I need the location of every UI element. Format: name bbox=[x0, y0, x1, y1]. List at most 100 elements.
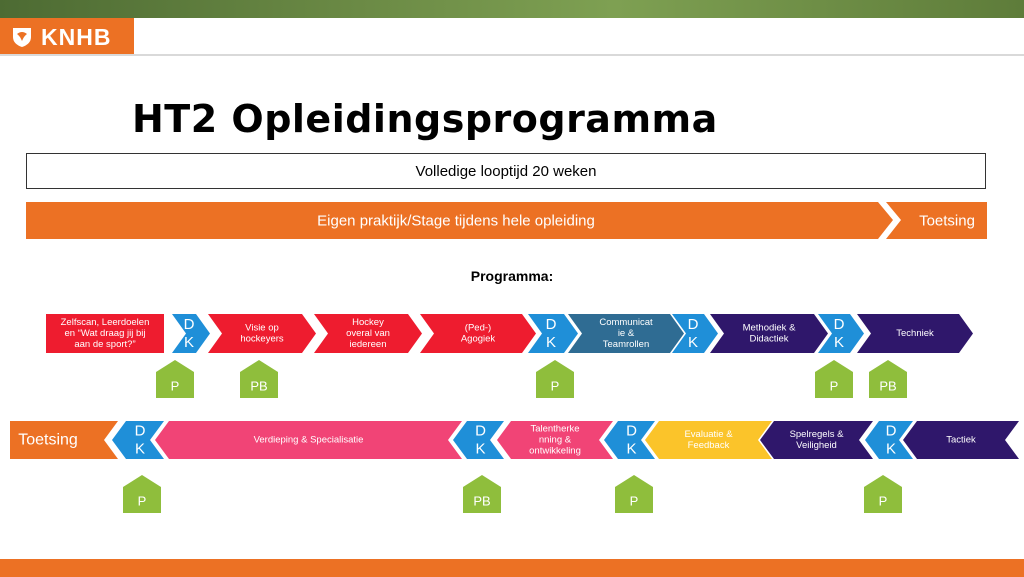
step-label: Hockey bbox=[352, 317, 384, 328]
step-label: Communicat bbox=[599, 317, 653, 328]
dk-label: D bbox=[546, 316, 557, 333]
step-label: Techniek bbox=[896, 328, 934, 339]
dk-label: D bbox=[688, 316, 699, 333]
row2-step-9: DK bbox=[865, 421, 913, 459]
knhb-crest-icon bbox=[13, 28, 31, 47]
dk-chevron bbox=[112, 421, 164, 459]
row2-step-1: Toetsing bbox=[10, 421, 118, 459]
toetsing-label: Toetsing bbox=[18, 432, 78, 449]
dk-chevron bbox=[528, 314, 578, 353]
step-chevron bbox=[155, 421, 462, 459]
bottom-bar bbox=[0, 559, 1024, 577]
badge-shape bbox=[815, 360, 853, 398]
dk-label: K bbox=[626, 440, 636, 457]
dk-label: K bbox=[135, 440, 145, 457]
badge-shape bbox=[615, 475, 653, 513]
dk-label: K bbox=[886, 440, 896, 457]
step-label: Veiligheid bbox=[796, 440, 837, 451]
step-chevron bbox=[710, 314, 828, 353]
badge-label: P bbox=[138, 494, 147, 509]
badge-p: P bbox=[536, 360, 574, 398]
dk-label: K bbox=[688, 334, 698, 351]
step-label: Spelregels & bbox=[790, 429, 845, 440]
step-label: iedereen bbox=[350, 339, 387, 350]
row2-step-4: DK bbox=[453, 421, 504, 459]
badge-shape bbox=[864, 475, 902, 513]
badge-shape bbox=[240, 360, 278, 398]
badge-label: PB bbox=[250, 379, 267, 394]
logo-text: KNHB bbox=[41, 23, 112, 50]
step-chevron bbox=[497, 421, 613, 459]
dk-label: D bbox=[626, 423, 637, 440]
step-label: Agogiek bbox=[461, 334, 496, 345]
step-label: Methodiek & bbox=[743, 322, 796, 333]
practice-bar-arrow bbox=[26, 202, 893, 239]
step-chevron bbox=[857, 314, 973, 353]
dk-label: D bbox=[184, 316, 195, 333]
step-chevron bbox=[314, 314, 422, 353]
step-chevron bbox=[420, 314, 536, 353]
dk-label: K bbox=[184, 334, 194, 351]
practice-bar-label: Eigen praktijk/Stage tijdens hele opleid… bbox=[317, 213, 595, 230]
row2-step-7: Evaluatie &Feedback bbox=[645, 421, 772, 459]
step-label: ontwikkeling bbox=[529, 446, 581, 457]
row2-step-8: Spelregels &Veiligheid bbox=[760, 421, 873, 459]
badge-shape bbox=[869, 360, 907, 398]
duration-box: Volledige looptijd 20 weken bbox=[26, 153, 986, 189]
step-label: Verdieping & Specialisatie bbox=[254, 435, 364, 446]
row1-step-6: DK bbox=[528, 314, 578, 353]
badge-pb: PB bbox=[463, 475, 501, 513]
step-label: Didactiek bbox=[749, 334, 788, 345]
badge-label: P bbox=[171, 379, 180, 394]
header-divider bbox=[0, 54, 1024, 56]
dk-chevron bbox=[604, 421, 655, 459]
row1-step-5: (Ped-)Agogiek bbox=[420, 314, 536, 353]
dk-label: D bbox=[834, 316, 845, 333]
badge-p: P bbox=[864, 475, 902, 513]
step-chevron bbox=[568, 314, 684, 353]
step-label: Tactiek bbox=[946, 435, 976, 446]
step-label: overal van bbox=[346, 328, 390, 339]
practice-bar-end-label: Toetsing bbox=[919, 213, 975, 230]
badge-label: P bbox=[551, 379, 560, 394]
dk-chevron bbox=[672, 314, 718, 353]
row1-step-8: DK bbox=[672, 314, 718, 353]
row2-step-10: Tactiek bbox=[903, 421, 1019, 459]
badge-shape bbox=[536, 360, 574, 398]
step-label: Teamrollen bbox=[603, 339, 649, 350]
step-label: nning & bbox=[539, 435, 572, 446]
program-label: Programma: bbox=[470, 268, 554, 284]
badge-p: P bbox=[615, 475, 653, 513]
step-chevron bbox=[903, 421, 1019, 459]
step-chevron bbox=[46, 314, 164, 353]
badge-shape bbox=[156, 360, 194, 398]
step-label: ie & bbox=[618, 328, 635, 339]
page-title: HT2 Opleidingsprogramma bbox=[132, 97, 718, 141]
badge-shape bbox=[463, 475, 501, 513]
step-label: Visie op bbox=[245, 322, 279, 333]
badge-pb: PB bbox=[869, 360, 907, 398]
row2-step-3: Verdieping & Specialisatie bbox=[155, 421, 462, 459]
step-label: Evaluatie & bbox=[684, 429, 733, 440]
step-label: en “Wat draag jij bij bbox=[65, 328, 146, 339]
dk-chevron bbox=[172, 314, 210, 353]
dk-label: D bbox=[886, 423, 897, 440]
step-label: (Ped-) bbox=[465, 322, 491, 333]
step-chevron bbox=[208, 314, 316, 353]
badge-label: PB bbox=[473, 494, 490, 509]
step-chevron bbox=[760, 421, 873, 459]
practice-bar-end bbox=[886, 202, 987, 239]
dk-chevron bbox=[818, 314, 864, 353]
step-label: aan de sport?” bbox=[74, 339, 135, 350]
dk-label: K bbox=[475, 440, 485, 457]
dk-label: K bbox=[546, 334, 556, 351]
step-label: Zelfscan, Leerdoelen bbox=[61, 317, 150, 328]
row1-step-11: Techniek bbox=[857, 314, 973, 353]
dk-label: K bbox=[834, 334, 844, 351]
row1-step-9: Methodiek &Didactiek bbox=[710, 314, 828, 353]
step-chevron bbox=[645, 421, 772, 459]
